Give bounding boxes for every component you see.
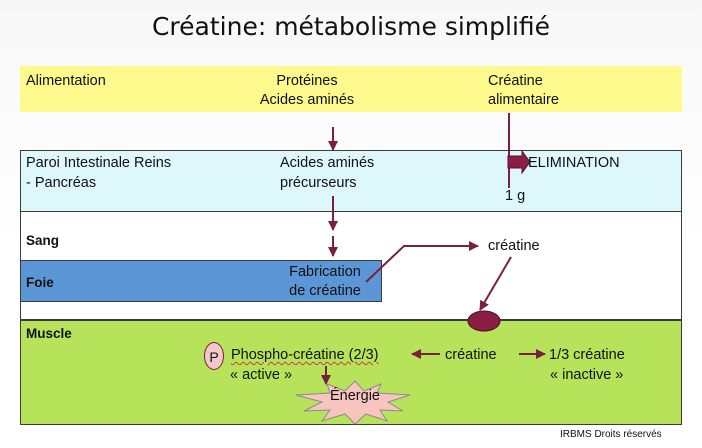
- active-label: « active »: [230, 367, 293, 383]
- arrow-liver-to-blood-creatine: [365, 241, 479, 283]
- muscle-creatine-label: créatine: [445, 347, 497, 363]
- inactive-creatine-label: 1/3 créatine: [549, 347, 625, 363]
- blood-label: Sang: [26, 233, 60, 248]
- transporter-ellipse: [467, 310, 501, 332]
- dietary-creatine-label: Créatine: [488, 73, 543, 89]
- creatine-synthesis-label-2: de créatine: [289, 283, 361, 299]
- arrow-blood-creatine-to-muscle: [479, 256, 512, 311]
- phosphocreatine-text: Phospho-créatine (2/3): [231, 347, 379, 363]
- food-label: Alimentation: [26, 73, 106, 89]
- food-band: [20, 66, 682, 112]
- amino-acids-label: Acides aminés: [259, 92, 355, 108]
- muscle-label: Muscle: [26, 326, 72, 341]
- amino-precursors-label: Acides aminés: [280, 155, 375, 171]
- elimination-label: ELIMINATION: [528, 155, 620, 171]
- creatine-synthesis-label: Fabrication: [289, 264, 361, 280]
- elimination-arrow-shape: [507, 149, 531, 175]
- gut-label-2: - Pancréas: [26, 175, 97, 191]
- phosphocreatine-label: Phospho-créatine (2/3): [231, 346, 379, 364]
- energy-star-shape: [295, 380, 411, 425]
- elimination-amount: 1 g: [505, 188, 526, 204]
- energy-label: Énergie: [330, 388, 380, 404]
- gut-label: Paroi Intestinale Reins: [26, 155, 172, 171]
- amino-precursors-label-2: précurseurs: [280, 175, 357, 191]
- blood-creatine-label: créatine: [488, 238, 540, 254]
- dietary-creatine-label-2: alimentaire: [488, 92, 559, 108]
- inactive-label: « inactive »: [550, 367, 624, 383]
- liver-band: [20, 260, 382, 302]
- proteins-label: Protéines: [276, 73, 338, 89]
- liver-label: Foie: [26, 275, 54, 290]
- phosphate-symbol: P: [204, 342, 224, 370]
- page-title: Créatine: métabolisme simplifié: [151, 12, 551, 41]
- credits: IRBMS Droits réservés: [560, 429, 662, 440]
